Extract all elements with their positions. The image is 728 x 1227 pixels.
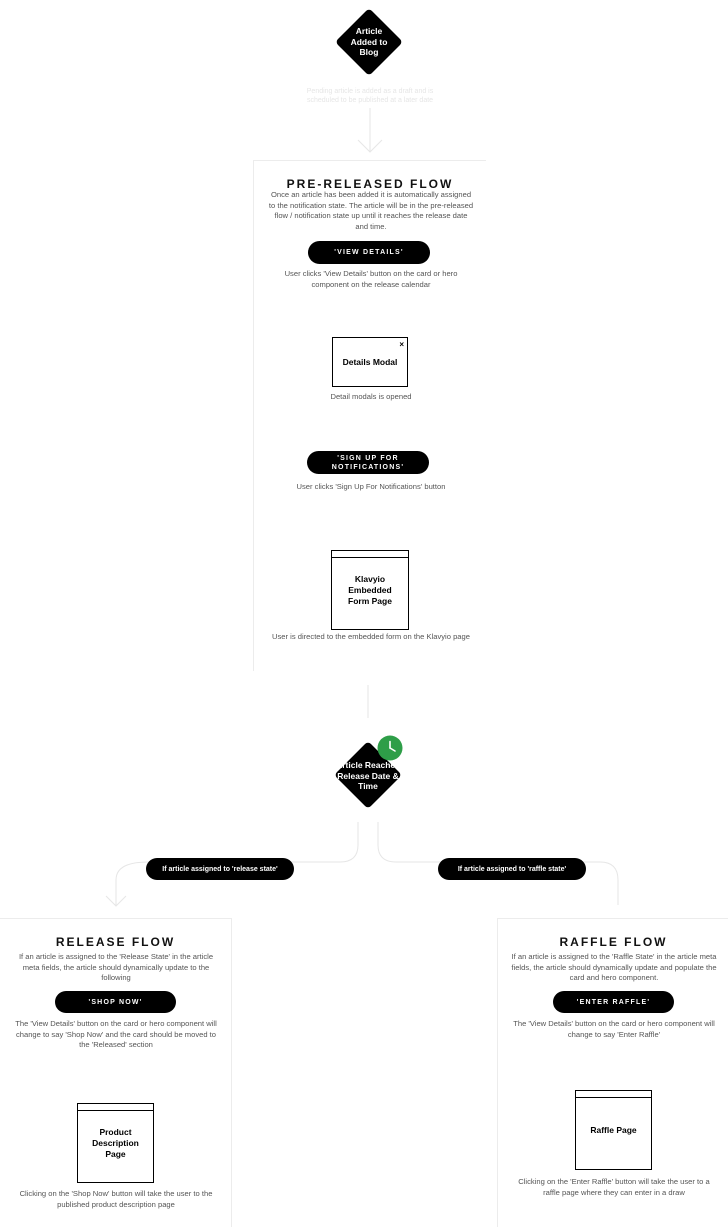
release-node-label: Article Reaches Release Date & Time (336, 760, 400, 792)
release-flow-title: RELEASE FLOW (55, 935, 176, 949)
start-node-label: Article Added to Blog (350, 26, 388, 58)
pre-released-flow-description: Once an article has been added it is aut… (268, 190, 474, 231)
view-details-caption: User clicks 'View Details' button on the… (284, 269, 458, 289)
view-details-button[interactable]: 'VIEW DETAILS' (308, 241, 430, 264)
raffle-flow-title: RAFFLE FLOW (559, 935, 668, 949)
product-description-page: Product Description Page (77, 1103, 154, 1183)
release-flow-panel: RELEASE FLOW If an article is assigned t… (0, 918, 232, 1227)
shop-now-destination-caption: Clicking on the 'Shop Now' button will t… (19, 1189, 213, 1209)
sign-up-caption: User clicks 'Sign Up For Notifications' … (296, 482, 446, 491)
start-node: Article Added to Blog (328, 1, 410, 83)
shop-now-button[interactable]: 'SHOP NOW' (55, 991, 176, 1013)
raffle-page: Raffle Page (575, 1090, 652, 1170)
klaviyo-caption: User is directed to the embedded form on… (272, 632, 470, 641)
release-state-condition[interactable]: If article assigned to 'release state' (146, 858, 294, 880)
close-icon: × (399, 340, 404, 349)
raffle-flow-description: If an article is assigned to the 'Raffle… (511, 952, 717, 982)
start-arrow (357, 108, 383, 153)
enter-raffle-caption: The 'View Details' button on the card or… (513, 1019, 715, 1039)
release-flow-description: If an article is assigned to the 'Releas… (18, 952, 214, 982)
klaviyo-form-page: Klavyio Embedded Form Page (331, 550, 409, 630)
raffle-state-condition[interactable]: If article assigned to 'raffle state' (438, 858, 586, 880)
page-header-bar (332, 557, 408, 558)
raffle-page-label: Raffle Page (590, 1124, 637, 1135)
page-header-bar (576, 1097, 651, 1098)
enter-raffle-destination-caption: Clicking on the 'Enter Raffle' button wi… (518, 1177, 710, 1197)
pre-released-flow-title: PRE-RELEASED FLOW (286, 177, 454, 191)
raffle-flow-panel: RAFFLE FLOW If an article is assigned to… (497, 918, 728, 1227)
details-modal-label: Details Modal (342, 356, 398, 367)
details-modal-caption: Detail modals is opened (330, 392, 412, 401)
shop-now-caption: The 'View Details' button on the card or… (15, 1019, 217, 1049)
clock-icon (377, 735, 403, 761)
pre-released-flow-panel: PRE-RELEASED FLOW Once an article has be… (253, 160, 486, 671)
start-note: Pending article is added as a draft and … (306, 88, 434, 104)
start-diamond-shape (336, 9, 402, 75)
sign-up-for-notifications-button[interactable]: 'SIGN UP FOR NOTIFICATIONS' (307, 451, 429, 474)
klaviyo-form-page-label: Klavyio Embedded Form Page (348, 573, 392, 606)
details-modal: × Details Modal (332, 337, 408, 387)
enter-raffle-button[interactable]: 'ENTER RAFFLE' (553, 991, 674, 1013)
product-description-page-label: Product Description Page (92, 1126, 139, 1159)
page-header-bar (78, 1110, 153, 1111)
